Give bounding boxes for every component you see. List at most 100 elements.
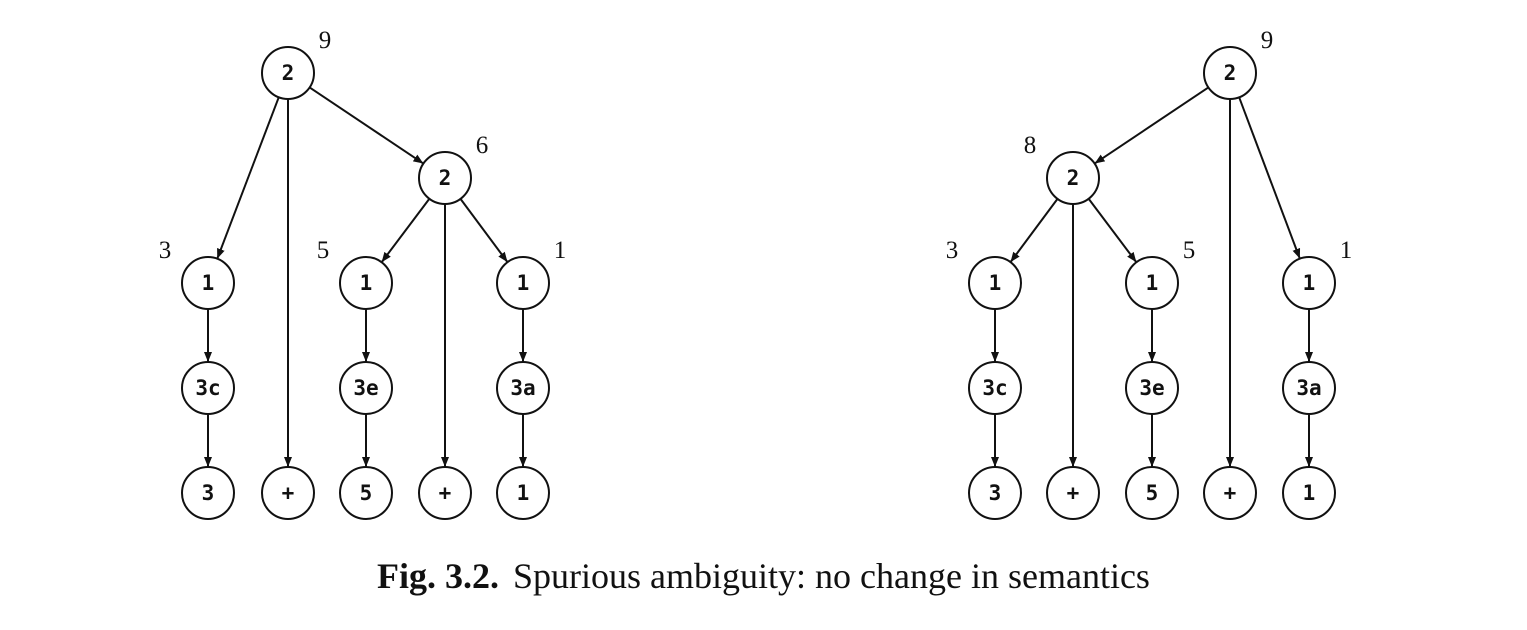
node-circle: [496, 361, 550, 415]
node-c-1: 15: [1125, 237, 1196, 310]
node-label: 2: [1224, 61, 1237, 85]
node-circle: [418, 466, 472, 520]
node-label: 3c: [195, 376, 220, 400]
node-label: 5: [1146, 481, 1159, 505]
node-label: 1: [1303, 481, 1316, 505]
node-value-annotation: 9: [1261, 27, 1274, 54]
node-bc-3c: 3c: [968, 361, 1022, 415]
node-circle: [181, 466, 235, 520]
node-l4-plus: +: [418, 466, 472, 520]
node-l1-3: 3: [968, 466, 1022, 520]
node-label: 1: [1146, 271, 1159, 295]
edge-a-to-d: [459, 198, 509, 263]
node-d-1: 11: [1282, 237, 1353, 310]
caption-label: Fig. 3.2.: [377, 556, 500, 596]
node-label: 2: [439, 166, 452, 190]
node-circle: [968, 256, 1022, 310]
node-l4-plus: +: [1203, 466, 1257, 520]
node-l2-plus: +: [1046, 466, 1100, 520]
node-value-annotation: 5: [317, 237, 330, 264]
node-circle: [1125, 466, 1179, 520]
node-value-annotation: 1: [1340, 237, 1353, 264]
node-label: 3: [202, 481, 215, 505]
figure-caption: Fig. 3.2. Spurious ambiguity: no change i…: [0, 555, 1527, 597]
node-circle: [181, 361, 235, 415]
node-label: +: [282, 481, 295, 505]
node-label: 1: [517, 481, 530, 505]
node-l5-1: 1: [496, 466, 550, 520]
node-ce-3e: 3e: [1125, 361, 1179, 415]
node-c-1: 15: [317, 237, 393, 310]
edge-r-to-a: [1094, 86, 1209, 165]
node-a-2: 28: [1024, 132, 1100, 205]
node-value-annotation: 3: [946, 237, 959, 264]
edge-r-to-a: [309, 86, 424, 165]
node-label: 3c: [982, 376, 1007, 400]
edge-a-to-c: [380, 198, 431, 263]
edge-a-to-b: [1009, 198, 1059, 263]
node-circle: [261, 466, 315, 520]
node-label: 3: [989, 481, 1002, 505]
node-ce-3e: 3e: [339, 361, 393, 415]
node-label: 5: [360, 481, 373, 505]
node-circle: [418, 151, 472, 205]
node-l1-3: 3: [181, 466, 235, 520]
node-label: 3e: [353, 376, 378, 400]
node-a-2: 26: [418, 132, 489, 205]
node-value-annotation: 9: [319, 27, 332, 54]
node-b-1: 13: [946, 237, 1022, 310]
node-label: 1: [1303, 271, 1316, 295]
node-value-annotation: 5: [1183, 237, 1196, 264]
node-da-3a: 3a: [496, 361, 550, 415]
node-label: 2: [282, 61, 295, 85]
node-r-2: 29: [1203, 27, 1274, 100]
edge-r-to-b: [216, 96, 280, 260]
edge-a-to-c: [1087, 198, 1138, 263]
node-l2-plus: +: [261, 466, 315, 520]
node-label: 2: [1067, 166, 1080, 190]
node-circle: [339, 466, 393, 520]
caption-text: Spurious ambiguity: no change in semanti…: [513, 556, 1150, 596]
node-circle: [339, 256, 393, 310]
node-label: 3a: [1296, 376, 1321, 400]
node-value-annotation: 8: [1024, 132, 1037, 159]
node-label: 1: [989, 271, 1002, 295]
edge-r-to-d: [1238, 96, 1301, 260]
node-l5-1: 1: [1282, 466, 1336, 520]
node-label: +: [1067, 481, 1080, 505]
node-circle: [1125, 361, 1179, 415]
node-bc-3c: 3c: [181, 361, 235, 415]
node-label: 1: [202, 271, 215, 295]
node-value-annotation: 3: [159, 237, 172, 264]
node-circle: [1046, 466, 1100, 520]
node-circle: [496, 466, 550, 520]
node-d-1: 11: [496, 237, 567, 310]
node-label: +: [439, 481, 452, 505]
node-da-3a: 3a: [1282, 361, 1336, 415]
node-circle: [261, 46, 315, 100]
node-label: 3a: [510, 376, 535, 400]
node-label: +: [1224, 481, 1237, 505]
node-circle: [1282, 466, 1336, 520]
node-circle: [339, 361, 393, 415]
node-label: 1: [360, 271, 373, 295]
node-circle: [1282, 361, 1336, 415]
node-b-1: 13: [159, 237, 235, 310]
node-label: 3e: [1139, 376, 1164, 400]
node-value-annotation: 6: [476, 132, 489, 159]
node-circle: [1282, 256, 1336, 310]
node-circle: [1203, 466, 1257, 520]
node-circle: [496, 256, 550, 310]
node-circle: [968, 466, 1022, 520]
node-l3-5: 5: [1125, 466, 1179, 520]
node-value-annotation: 1: [554, 237, 567, 264]
node-circle: [1046, 151, 1100, 205]
node-circle: [1125, 256, 1179, 310]
node-l3-5: 5: [339, 466, 393, 520]
node-circle: [968, 361, 1022, 415]
node-r-2: 29: [261, 27, 332, 100]
node-circle: [1203, 46, 1257, 100]
